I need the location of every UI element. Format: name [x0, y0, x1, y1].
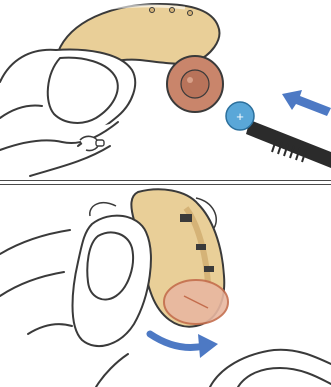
- ear-tip-icon: [80, 136, 104, 150]
- direction-arrow-icon: [282, 90, 331, 116]
- hand-icon: [0, 216, 151, 387]
- cleaning-brush-icon: +: [226, 102, 331, 168]
- hand-icon: [210, 350, 331, 387]
- divider-line-1: [0, 180, 331, 181]
- step-1-panel: +: [0, 0, 331, 178]
- rotate-arrow-icon: [150, 334, 218, 358]
- step-2-illustration: [0, 184, 331, 387]
- step-1-illustration: +: [0, 0, 331, 178]
- hand-icon: [0, 50, 135, 176]
- step-2-panel: [0, 184, 331, 387]
- svg-text:+: +: [236, 109, 244, 124]
